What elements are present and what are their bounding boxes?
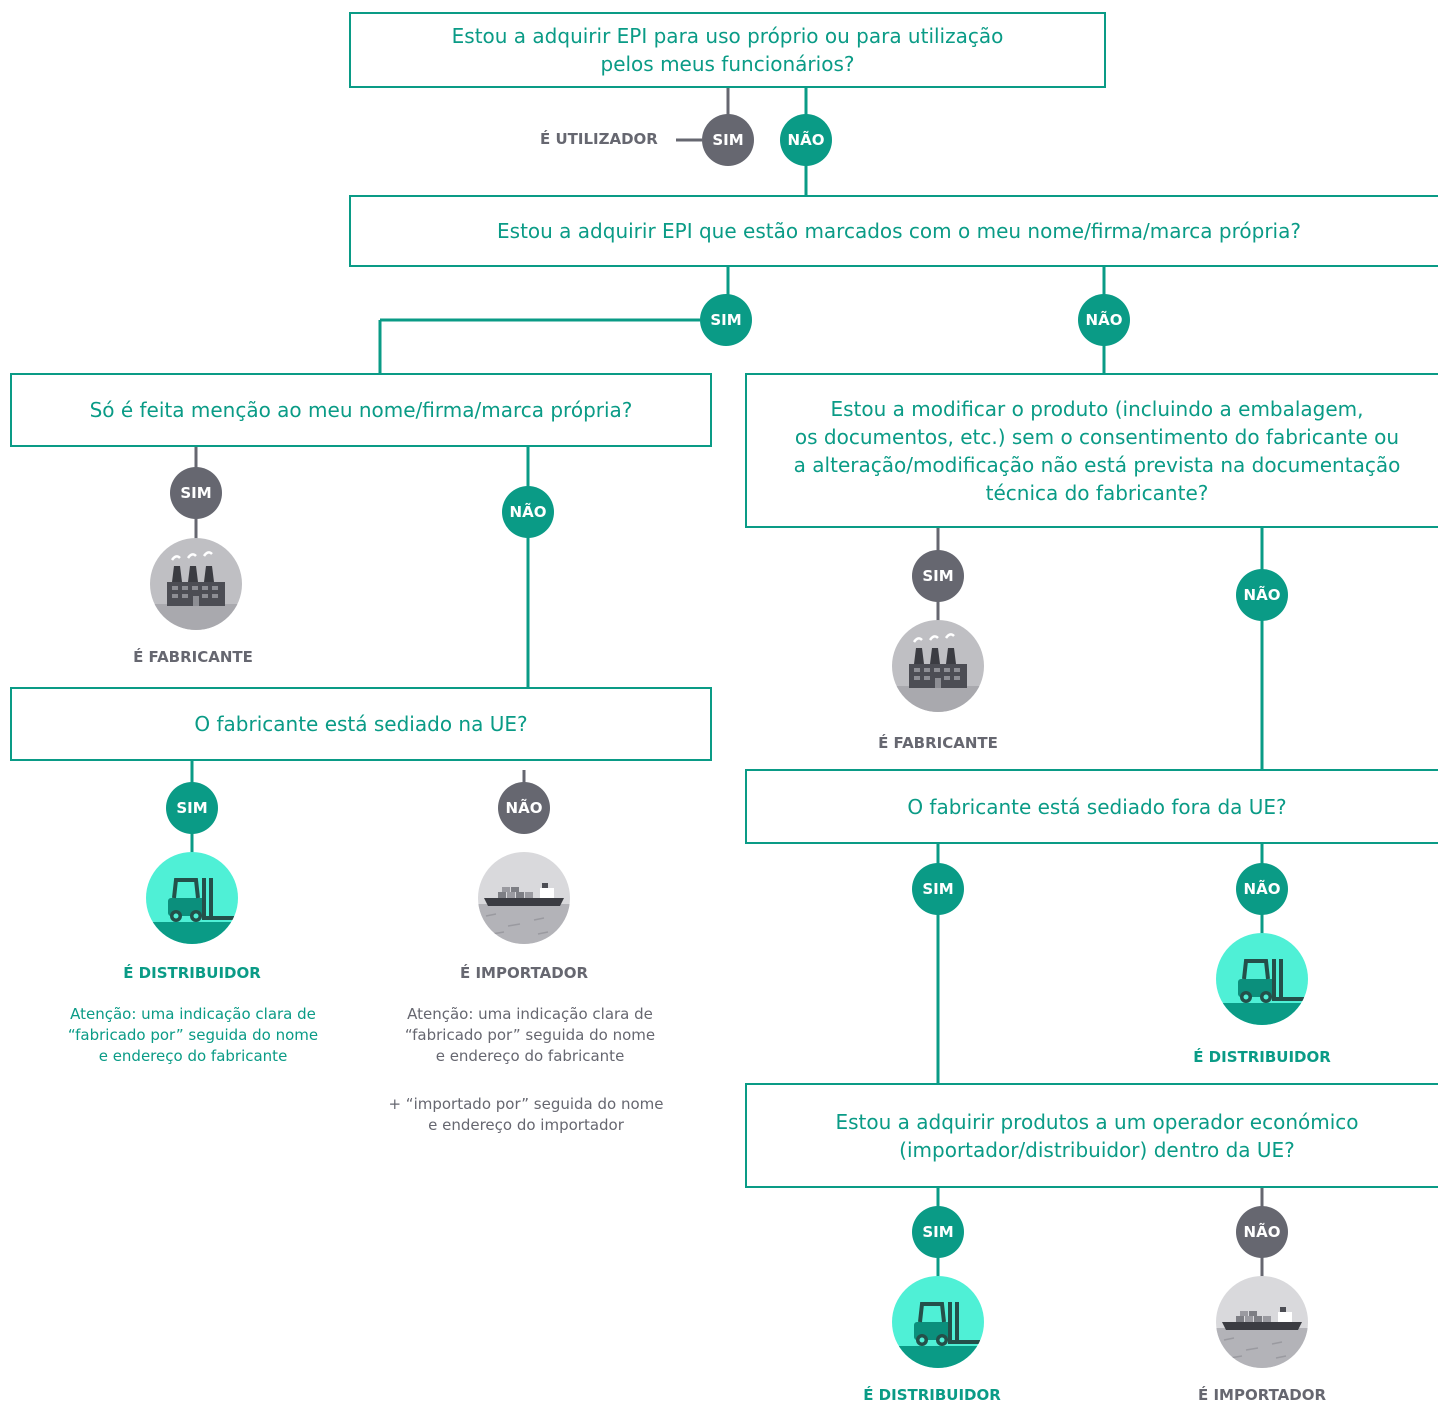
answer-yes-badge: SIM — [912, 1206, 964, 1258]
importer-extra-note: + “importado por” seguida do nome e ende… — [388, 1095, 664, 1134]
forklift-icon — [892, 1276, 984, 1368]
answer-yes-badge: SIM — [166, 782, 218, 834]
role-manufacturer-label: É FABRICANTE — [133, 648, 253, 666]
forklift-icon — [1216, 933, 1308, 1025]
answer-no-badge: NÃO — [1236, 569, 1288, 621]
question-own-brand-marking: Estou a adquirir EPI que estão marcados … — [349, 195, 1438, 267]
factory-icon — [892, 620, 984, 712]
question-only-name-mention: Só é feita menção ao meu nome/firma/marc… — [10, 373, 712, 447]
role-importer-label: É IMPORTADOR — [459, 964, 589, 982]
cargo-ship-icon — [1216, 1276, 1308, 1368]
answer-no-badge: NÃO — [502, 486, 554, 538]
answer-yes-badge: SIM — [702, 114, 754, 166]
distributor-note: Atenção: uma indicação clara de “fabrica… — [67, 1005, 319, 1065]
answer-no-badge: NÃO — [1078, 294, 1130, 346]
role-user-label: É UTILIZADOR — [540, 130, 658, 148]
question-manufacturer-outside-eu: O fabricante está sediado fora da UE? — [745, 769, 1438, 844]
answer-no-badge: NÃO — [780, 114, 832, 166]
answer-yes-badge: SIM — [700, 294, 752, 346]
cargo-ship-icon — [478, 852, 570, 944]
question-buying-from-eu-operator: Estou a adquirir produtos a um operador … — [745, 1083, 1438, 1188]
answer-no-badge: NÃO — [498, 782, 550, 834]
role-distributor-label: É DISTRIBUIDOR — [123, 964, 261, 982]
importer-note: Atenção: uma indicação clara de “fabrica… — [404, 1005, 656, 1065]
question-manufacturer-in-eu: O fabricante está sediado na UE? — [10, 687, 712, 761]
role-distributor-label: É DISTRIBUIDOR — [1193, 1048, 1331, 1066]
answer-no-badge: NÃO — [1236, 863, 1288, 915]
question-own-use: Estou a adquirir EPI para uso próprio ou… — [349, 12, 1106, 88]
answer-no-badge: NÃO — [1236, 1206, 1288, 1258]
role-importer-label: É IMPORTADOR — [1197, 1386, 1327, 1404]
forklift-icon — [146, 852, 238, 944]
answer-yes-badge: SIM — [912, 863, 964, 915]
question-product-modification: Estou a modificar o produto (incluindo a… — [745, 373, 1438, 528]
answer-yes-badge: SIM — [170, 467, 222, 519]
role-distributor-label: É DISTRIBUIDOR — [863, 1386, 1001, 1404]
answer-yes-badge: SIM — [912, 550, 964, 602]
factory-icon — [150, 538, 242, 630]
role-manufacturer-label: É FABRICANTE — [878, 734, 998, 752]
